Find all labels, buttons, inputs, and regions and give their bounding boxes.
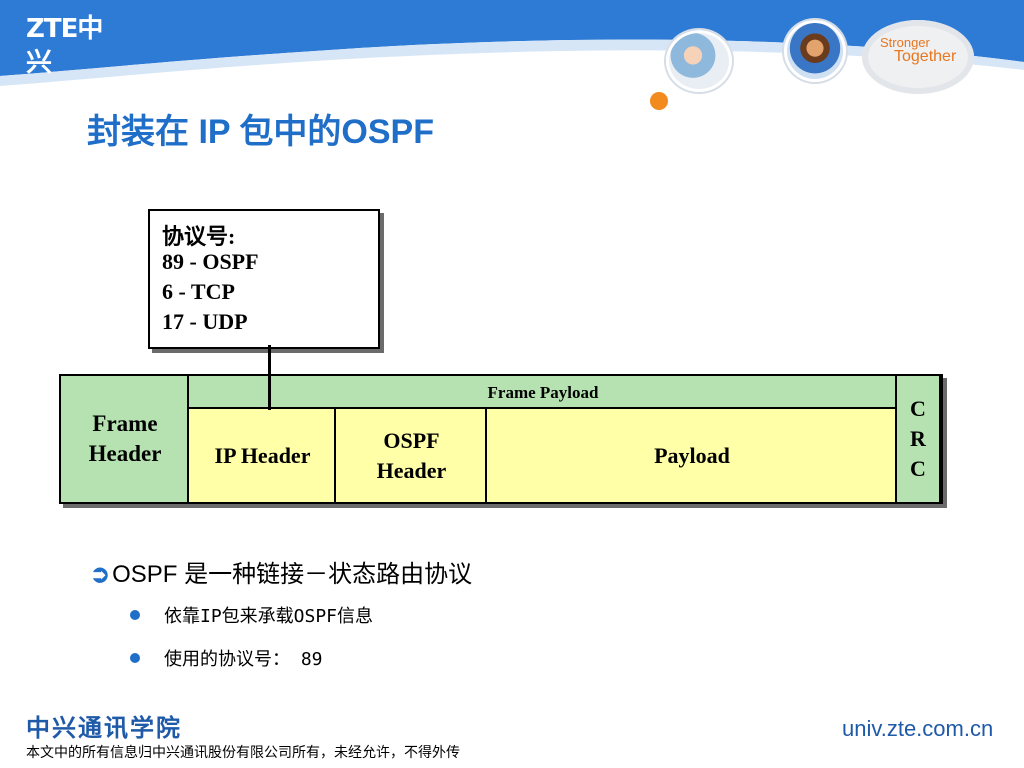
slogan-badge <box>862 20 974 94</box>
protocol-connector-line <box>268 345 271 410</box>
protocol-tcp: 6 - TCP <box>162 279 235 304</box>
footer-copyright: 本文中的所有信息归中兴通讯股份有限公司所有，未经允许，不得外传 <box>26 745 460 761</box>
arrow-bullet-icon: ➲ <box>90 561 111 588</box>
bullet-dot-icon <box>130 653 140 663</box>
frame-header-cell: Frame Header <box>59 374 191 504</box>
footer-institute: 中兴通讯学院 <box>26 713 182 742</box>
protocol-ospf: 89 - OSPF <box>162 249 259 274</box>
crc-label: C R C <box>910 396 926 481</box>
bullet-main: ➲OSPF 是一种链接－状态路由协议 <box>90 554 472 589</box>
slogan-line2: Together <box>894 48 957 65</box>
protocol-number-box <box>148 209 380 349</box>
ospf-header-cell: OSPF Header <box>334 407 489 504</box>
header-band <box>0 0 1024 86</box>
payload-cell: Payload <box>485 407 899 504</box>
header-photo-left <box>666 30 732 92</box>
bullet-sub-2: 使用的协议号： 89 <box>130 645 323 671</box>
ospf-header-label: OSPF Header <box>376 427 447 483</box>
frame-payload-cell: Frame Payload <box>187 374 899 411</box>
protocol-udp: 17 - UDP <box>162 309 248 334</box>
frame-payload-label: Frame Payload <box>487 382 599 402</box>
footer-url: univ.zte.com.cn <box>842 716 994 741</box>
protocol-box-heading: 协议号: <box>162 224 236 249</box>
bullet-sub-1: 依靠IP包来承载OSPF信息 <box>130 602 373 628</box>
crc-cell: C R C <box>895 374 941 504</box>
slide-title: 封装在 IP 包中的OSPF <box>87 113 434 151</box>
orange-dot-decoration <box>650 92 668 110</box>
bullet-sub-2-text: 使用的协议号： 89 <box>164 649 323 670</box>
bullet-sub-1-text: 依靠IP包来承载OSPF信息 <box>164 606 374 627</box>
header-photo-right <box>784 20 846 82</box>
bullet-main-text: OSPF 是一种链接－状态路由协议 <box>112 561 473 588</box>
slogan-text: Stronger Together <box>880 35 976 65</box>
zte-logo: ZTE中兴 <box>26 14 103 78</box>
ip-header-cell: IP Header <box>187 407 338 504</box>
payload-label: Payload <box>654 442 730 468</box>
slogan-line1: Stronger <box>880 35 930 50</box>
frame-header-label: Frame Header <box>88 411 162 466</box>
bullet-dot-icon <box>130 610 140 620</box>
ip-header-label: IP Header <box>214 442 311 468</box>
